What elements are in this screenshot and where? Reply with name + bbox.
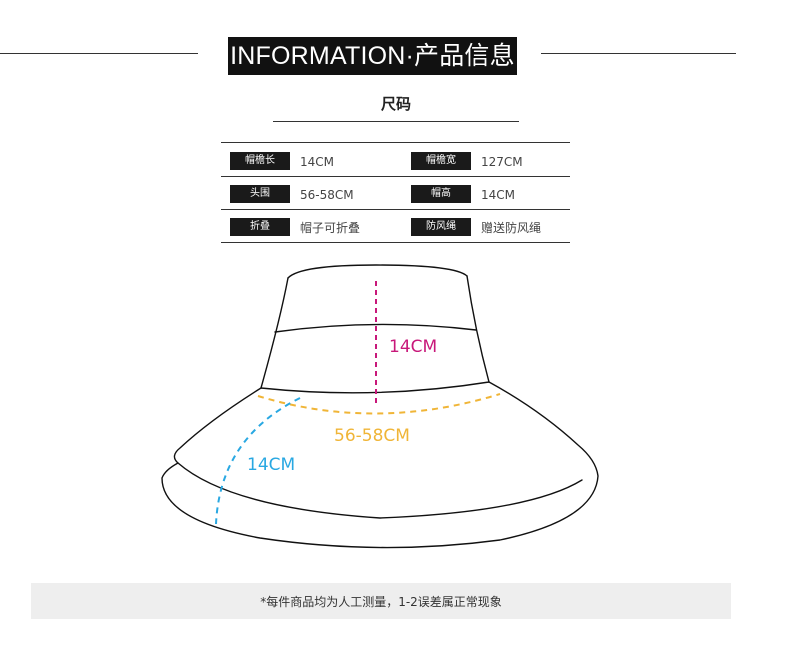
circumference-measure-label: 56-58CM xyxy=(334,426,410,446)
spec-table-divider xyxy=(221,142,570,143)
spec-row-1: 帽檐长 14CM 帽檐宽 127CM xyxy=(221,144,570,176)
spec-table-divider xyxy=(221,176,570,177)
spec-label-head-circumference: 头围 xyxy=(230,185,290,203)
spec-row-2: 头围 56-58CM 帽高 14CM xyxy=(221,177,570,209)
circumference-measure-line xyxy=(257,393,501,415)
section-title-underline xyxy=(273,121,519,122)
section-title: 尺码 xyxy=(380,95,411,113)
spec-row-3: 折叠 帽子可折叠 防风绳 赠送防风绳 xyxy=(221,210,570,242)
spec-value-brim-width: 127CM xyxy=(481,155,523,169)
hat-brim-outer xyxy=(161,381,599,549)
hat-crown-top xyxy=(287,264,468,279)
spec-value-wind-rope: 赠送防风绳 xyxy=(481,221,542,235)
spec-label-hat-height: 帽高 xyxy=(411,185,471,203)
hat-crown-right-side xyxy=(466,275,490,383)
header-rule-left xyxy=(0,53,198,54)
spec-value-head-circumference: 56-58CM xyxy=(300,188,354,202)
spec-label-foldable: 折叠 xyxy=(230,218,290,236)
spec-label-wind-rope: 防风绳 xyxy=(411,218,471,236)
header-rule-right xyxy=(541,53,736,54)
spec-table-divider xyxy=(221,242,570,243)
spec-value-hat-height: 14CM xyxy=(481,188,516,202)
hat-crown-left-side xyxy=(260,277,289,389)
spec-table-divider xyxy=(221,209,570,210)
measurement-note: *每件商品均为人工测量，1-2误差属正常现象 xyxy=(31,583,731,619)
hat-brim-inner-rim xyxy=(177,462,583,519)
brim-measure-label: 14CM xyxy=(247,455,296,475)
hat-crown-band xyxy=(274,323,477,333)
height-measure-label: 14CM xyxy=(389,337,438,357)
brim-measure-line xyxy=(215,397,301,525)
spec-label-brim-length: 帽檐长 xyxy=(230,152,290,170)
page-title: INFORMATION·产品信息 xyxy=(228,37,517,75)
spec-value-foldable: 帽子可折叠 xyxy=(300,221,361,235)
spec-label-brim-width: 帽檐宽 xyxy=(411,152,471,170)
spec-value-brim-length: 14CM xyxy=(300,155,335,169)
